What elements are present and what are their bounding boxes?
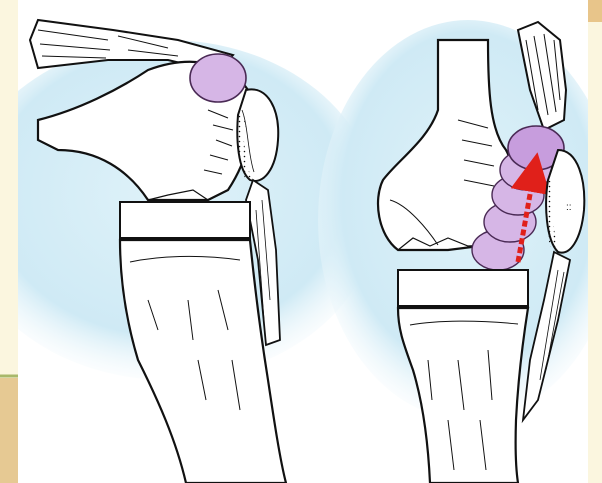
right-meniscus-block [398,270,528,306]
knee-anatomy-figure: :: [18,0,588,483]
svg-text:::: :: [566,202,572,213]
left-fat-pad-icon [190,54,246,102]
left-meniscus-block [120,202,250,238]
knee-diagram-svg: :: [18,0,588,483]
right-knee-panel: :: [318,20,588,483]
